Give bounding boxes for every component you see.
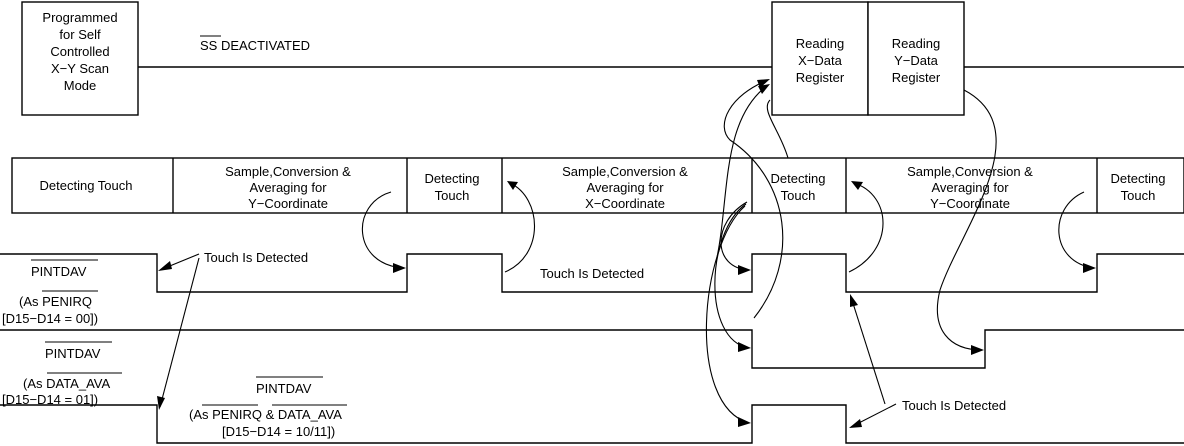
waveform-1	[0, 253, 1184, 293]
waveform-penirq-and-data-ava: PINTDAV (As PENIRQ & DATA_AVA [D15−D14 =…	[0, 376, 1184, 444]
arrowhead	[850, 294, 858, 307]
phase-row-frame	[11, 157, 1184, 214]
phase-5-line-1: Detecting	[771, 171, 826, 186]
waveform-2	[0, 329, 1184, 369]
arrowhead	[738, 265, 751, 275]
arrowhead	[757, 79, 770, 88]
phase-6-line-1: Sample,Conversion &	[907, 164, 1033, 179]
arrow-touch-3-to-waveform-1	[850, 296, 886, 405]
phase-2-line-3: Y−Coordinate	[248, 196, 328, 211]
self-scan-mode-line-1: Programmed	[42, 10, 117, 25]
phase-6-line-3: Y−Coordinate	[930, 196, 1010, 211]
self-scan-mode-line-5: Mode	[64, 78, 97, 93]
arrowhead	[738, 342, 751, 352]
ss-row: Programmed for Self Controlled X−Y Scan …	[21, 1, 1184, 116]
arrowhead	[849, 419, 862, 428]
phase-5-line-2: Touch	[781, 188, 816, 203]
reading-y-line-1: Reading	[892, 36, 940, 51]
self-scan-mode-line-4: X−Y Scan	[51, 61, 109, 76]
reading-x-line-2: X−Data	[798, 53, 842, 68]
arrow-reading-y-to-rise	[936, 89, 997, 351]
self-scan-mode-line-2: for Self	[59, 27, 101, 42]
arrowhead	[738, 417, 751, 427]
touch-detected-label-3: Touch Is Detected	[902, 398, 1006, 413]
touch-detected-label-2: Touch Is Detected	[540, 266, 644, 281]
reading-y-data-box	[867, 1, 965, 116]
phase-3-line-2: Touch	[435, 188, 470, 203]
arrow-fall-to-phase-3	[504, 182, 536, 273]
self-scan-mode-box	[21, 1, 139, 116]
signal-2-bits: [D15−D14 = 01])	[2, 392, 98, 407]
reading-y-line-3: Register	[892, 70, 941, 85]
reading-x-line-1: Reading	[796, 36, 844, 51]
phase-4-line-2: Averaging for	[586, 180, 664, 195]
self-scan-mode-line-3: Controlled	[50, 44, 109, 59]
causal-arrows	[157, 79, 1096, 428]
reading-x-line-3: Register	[796, 70, 845, 85]
phase-row: Detecting Touch Sample,Conversion & Aver…	[11, 157, 1184, 214]
signal-1-mode: (As PENIRQ	[19, 294, 92, 309]
arrow-phase-4-to-reading-x	[715, 84, 769, 263]
signal-3-mode: (As PENIRQ & DATA_AVA	[189, 407, 342, 422]
phase-7-line-1: Detecting	[1111, 171, 1166, 186]
phase-4-line-3: X−Coordinate	[585, 196, 665, 211]
reading-y-line-2: Y−Data	[894, 53, 938, 68]
phase-2-line-2: Averaging for	[249, 180, 327, 195]
signal-1-name: PINTDAV	[31, 264, 87, 279]
phase-4-line-1: Sample,Conversion &	[562, 164, 688, 179]
ss-deactivated-label: SS DEACTIVATED	[200, 38, 310, 53]
arrow-touch-1-to-waveform-3	[159, 257, 200, 408]
arrow-phase-5-to-reading-x	[766, 99, 789, 159]
arrowhead	[393, 263, 406, 273]
arrow-fall-to-phase-6	[848, 182, 884, 273]
waveform-data-ava: PINTDAV (As DATA_AVA [D15−D14 = 01])	[0, 329, 1184, 407]
phase-3-line-1: Detecting	[425, 171, 480, 186]
arrow-waveform-2-to-reading-x	[723, 79, 784, 319]
waveform-penirq: PINTDAV (As PENIRQ [D15−D14 = 00])	[0, 253, 1184, 326]
arrowhead	[971, 345, 984, 355]
signal-3-bits: [D15−D14 = 10/11])	[222, 424, 335, 439]
signal-3-name: PINTDAV	[256, 381, 312, 396]
waveform-3	[0, 404, 1184, 444]
arrowhead	[157, 396, 165, 410]
phase-1-line-1: Detecting Touch	[40, 178, 133, 193]
signal-2-mode: (As DATA_AVA	[23, 376, 110, 391]
arrowhead	[1083, 263, 1096, 273]
arrowhead	[507, 181, 518, 190]
arrow-phase-2-to-rise	[361, 191, 405, 269]
phase-6-line-2: Averaging for	[931, 180, 1009, 195]
phase-2-line-1: Sample,Conversion &	[225, 164, 351, 179]
arrow-phase-4-to-waveform-3	[705, 205, 750, 424]
signal-1-bits: [D15−D14 = 00])	[2, 311, 98, 326]
arrow-phase-6-to-rise	[1058, 191, 1095, 269]
arrow-phase-4-to-waveform-2	[714, 203, 750, 349]
reading-x-data-box	[771, 1, 869, 116]
phase-7-line-2: Touch	[1121, 188, 1156, 203]
arrowhead	[158, 261, 172, 271]
touch-detected-label-1: Touch Is Detected	[204, 250, 308, 265]
arrowhead	[851, 181, 863, 190]
signal-2-name: PINTDAV	[45, 346, 101, 361]
